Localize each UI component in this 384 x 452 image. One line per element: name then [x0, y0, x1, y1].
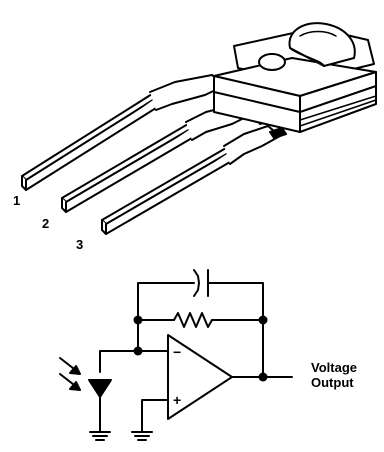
inverting-input-sign: −	[173, 344, 181, 360]
feedback-resistor-branch	[137, 312, 264, 328]
ground-symbol	[89, 431, 111, 441]
capacitor-plate-left	[193, 269, 200, 297]
lead-3	[101, 125, 281, 235]
pin-label-2: 2	[42, 216, 49, 231]
output-label-line2: Output	[311, 375, 354, 390]
resistor	[173, 312, 213, 328]
transimpedance-circuit	[59, 269, 293, 441]
lead-2	[61, 103, 253, 213]
junction-dot	[258, 372, 268, 382]
junction-dot	[133, 315, 143, 325]
photodiode-symbol	[88, 379, 112, 433]
photodiode-package	[21, 22, 377, 235]
lead-1	[21, 74, 227, 191]
light-arrows	[59, 357, 81, 391]
pin-label-3: 3	[76, 237, 83, 252]
opamp	[167, 334, 233, 420]
contact-tab	[269, 127, 287, 139]
junction-dot	[258, 315, 268, 325]
junction-dots	[133, 315, 268, 382]
feedback-capacitor-branch	[137, 269, 264, 321]
lens-window	[258, 53, 286, 71]
pin-label-1: 1	[13, 193, 20, 208]
junction-dot	[133, 346, 143, 356]
lens-dome	[288, 22, 356, 67]
output-label-line1: Voltage	[311, 360, 357, 375]
noninverting-input-sign: +	[173, 392, 181, 408]
ground-symbol	[131, 431, 153, 441]
